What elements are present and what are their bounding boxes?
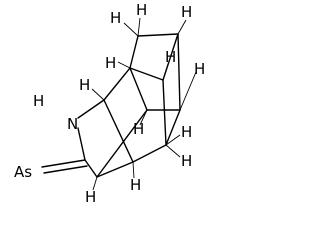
bond [129,67,164,81]
bond [84,159,98,178]
bond [177,33,181,111]
bond [165,109,181,146]
bond [129,35,139,69]
molecule-structure: H H H H H H H H H H H H H N As [14,1,205,206]
bond [129,67,148,111]
bond-double [41,159,86,168]
nitrogen-label: N [67,115,78,133]
hydrogen-labels: H H H H H H H H H H H H [79,1,205,206]
hydrogen-label: H [110,9,121,27]
hydrogen-label: H [181,152,192,170]
hydrogen-bond [177,19,187,35]
hydrogen-bond [123,22,139,37]
hydrogen-label: H [105,54,116,72]
bond [103,99,134,163]
hydrogen-bond [165,134,181,146]
hydrogen-label: H [133,120,144,138]
hydrogen-bond [139,109,148,126]
hydrogen-bond [179,71,197,111]
hydrogen-label: H [85,188,96,206]
hydrogen-label: H [136,1,147,19]
bond [77,99,105,119]
bond [96,109,148,178]
bond [96,161,134,178]
hydrogen-bond [92,176,98,191]
hydrogen-bond [165,144,181,158]
bond-double [43,165,88,174]
hydrogen-label: H [181,3,192,21]
hydrogen-label: H [79,76,90,94]
hydrogen-label: H [181,123,192,141]
hydrogen-bonds [91,17,197,191]
hydrogen-bond [117,61,131,69]
bond [132,144,167,163]
nh-hydrogen-label: H [33,92,44,110]
hydrogen-label: H [130,176,141,194]
hydrogen-label: H [165,48,176,66]
hydrogen-label: H [194,60,205,78]
bond [137,33,179,37]
molecule-diagram: H H H H H H H H H H H H H N As [14,1,206,206]
bonds [41,33,181,178]
hydrogen-bond [91,88,105,101]
hydrogen-bond [132,161,135,179]
hydrogen-bond [162,63,169,81]
sulfur-label: As [14,163,32,181]
bond [103,67,131,101]
bond [162,79,167,146]
bond [77,127,86,161]
hydrogen-bond [137,17,141,37]
